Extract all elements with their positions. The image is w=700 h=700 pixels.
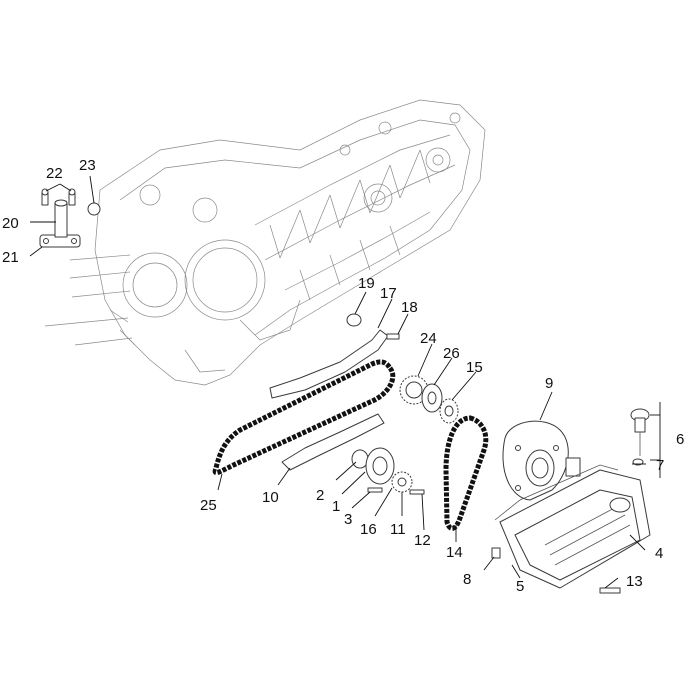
callout-3: 3 (344, 511, 352, 528)
callout-12: 12 (414, 532, 431, 549)
oil-pump (351, 447, 425, 495)
callout-1: 1 (332, 498, 340, 515)
callout-9: 9 (545, 375, 553, 392)
callout-22: 22 (46, 165, 63, 182)
callout-24: 24 (420, 330, 437, 347)
callout-13: 13 (626, 573, 643, 590)
chain-guide-lower (281, 413, 385, 471)
callout-25: 25 (200, 497, 217, 514)
callout-18: 18 (401, 299, 418, 316)
oil-dipstick (630, 408, 650, 466)
callout-23: 23 (79, 157, 96, 174)
callout-20: 20 (2, 215, 19, 232)
chain-guide-upper (269, 313, 400, 399)
oil-sump (491, 464, 651, 594)
callout-26: 26 (443, 345, 460, 362)
callout-17: 17 (380, 285, 397, 302)
callout-6: 6 (676, 431, 684, 448)
callout-10: 10 (262, 489, 279, 506)
crankcase (44, 99, 486, 386)
oil-pump-chain (443, 415, 489, 531)
callout-14: 14 (446, 544, 463, 561)
callout-19: 19 (358, 275, 375, 292)
callout-2: 2 (316, 487, 324, 504)
timing-chain (212, 359, 396, 476)
leader-lines (29, 175, 661, 589)
sprocket-assembly (399, 375, 459, 424)
callout-labels: 22 23 20 21 19 17 18 24 26 15 9 6 7 4 13… (2, 157, 684, 595)
chain-tensioner (39, 188, 101, 248)
callout-7: 7 (656, 457, 664, 474)
callout-11: 11 (390, 521, 406, 538)
callout-8: 8 (463, 571, 471, 588)
callout-4: 4 (655, 545, 663, 562)
pump-cover-plate (502, 420, 581, 501)
callout-5: 5 (516, 578, 524, 595)
callout-21: 21 (2, 249, 19, 266)
callout-15: 15 (466, 359, 483, 376)
callout-16: 16 (360, 521, 377, 538)
